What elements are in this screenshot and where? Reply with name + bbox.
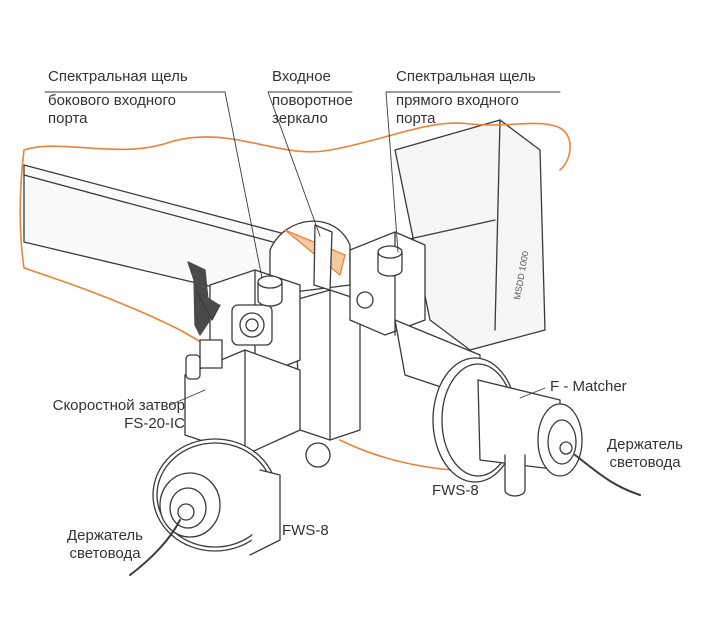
- label-mirror-line2: поворотное: [272, 92, 353, 109]
- label-holder-left-line1: Держатель: [66, 527, 143, 544]
- label-side-slit: Спектральная щель бокового входного порт…: [48, 68, 188, 128]
- fiber-right: [574, 454, 641, 496]
- leader-direct-slit: [385, 91, 561, 253]
- label-holder-right-line2: световода: [609, 454, 681, 471]
- side-slit-knob: [257, 281, 283, 307]
- label-mirror: Входное поворотное зеркало: [272, 68, 353, 128]
- label-direct-slit-line3: порта: [396, 110, 436, 127]
- label-fmatcher: F - Matcher: [550, 378, 627, 395]
- label-side-slit-line1: Спектральная щель: [48, 68, 188, 85]
- label-holder-right: Держатель световода: [590, 436, 700, 472]
- leader-mirror: [267, 91, 353, 237]
- fws-right-post: [504, 454, 526, 497]
- label-holder-right-line1: Держатель: [606, 436, 683, 453]
- label-fws-left: FWS-8: [282, 522, 329, 539]
- label-mirror-line1: Входное: [272, 68, 331, 85]
- leader-side-slit: [44, 91, 263, 279]
- body-side-line: [23, 174, 296, 249]
- label-mirror-line3: зеркало: [272, 110, 328, 127]
- label-side-slit-line2: бокового входного: [48, 92, 176, 109]
- direct-slit-knob: [377, 251, 403, 277]
- label-fws-right: FWS-8: [432, 482, 479, 499]
- label-shutter: Скоростной затвор FS-20-IC: [20, 397, 185, 433]
- label-direct-slit-line1: Спектральная щель: [396, 68, 536, 85]
- label-holder-left: Держатель световода: [50, 527, 160, 563]
- label-direct-slit: Спектральная щель прямого входного порта: [396, 68, 536, 128]
- leader-shutter: [169, 389, 206, 406]
- label-side-slit-line3: порта: [48, 110, 88, 127]
- side-arrow: [187, 261, 211, 336]
- label-shutter-line2: FS-20-IC: [124, 415, 185, 432]
- fiber-left: [129, 519, 181, 576]
- leader-fmatcher: [519, 387, 546, 399]
- label-shutter-line1: Скоростной затвор: [52, 397, 185, 414]
- label-direct-slit-line2: прямого входного: [396, 92, 519, 109]
- label-holder-left-line2: световода: [69, 545, 141, 562]
- mirror-plate: [313, 224, 333, 291]
